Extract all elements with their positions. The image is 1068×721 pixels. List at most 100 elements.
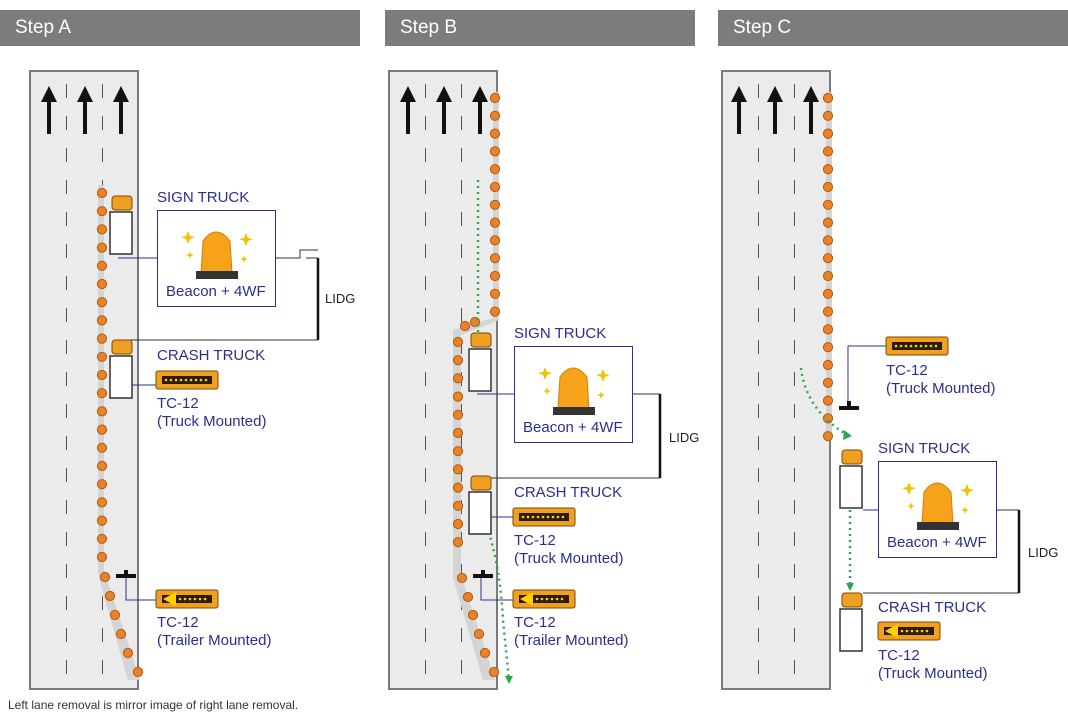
traffic-cone [822,92,834,104]
beacon-box: Beacon + 4WF [514,346,633,443]
travel-path [799,367,847,436]
trailer-icon [473,570,493,578]
traffic-cone [96,460,108,472]
traffic-cone [489,199,501,210]
arrow-board-icon [877,621,941,641]
traffic-cone [822,270,834,282]
tc12-mount: (Truck Mounted) [514,550,624,567]
step-b-header: Step B [385,10,695,46]
traffic-cone [489,146,501,157]
traffic-cone [489,164,501,175]
traffic-cone [822,342,834,353]
traffic-cone [96,479,108,490]
traffic-cone [96,388,108,399]
traffic-cone [459,320,471,332]
beacon-label: Beacon + 4WF [166,283,266,300]
arrow-board-icon [155,589,219,609]
traffic-cone [489,92,501,104]
traffic-cone [96,351,108,362]
up-arrow-icon [472,86,488,134]
traffic-cone [99,571,111,583]
lane-line [425,84,426,678]
taper-shade [98,185,140,680]
sign-truck-icon [468,332,492,392]
lidg-label: LIDG [669,430,700,445]
traffic-cone [822,128,834,139]
traffic-cone [473,628,485,640]
traffic-cone [96,515,108,526]
traffic-cone [96,297,108,308]
traffic-cone [822,253,834,264]
up-arrow-icon [731,86,747,134]
tc12-name: TC-12 [157,395,199,412]
tc12-trailer-name: TC-12 [157,614,199,631]
traffic-cone [452,482,464,493]
traffic-cone [96,315,108,326]
arrow-board-icon [885,336,949,356]
crash-truck-icon [468,475,492,535]
traffic-cone [452,464,464,475]
tc12-trailer-mount: (Trailer Mounted) [514,632,629,649]
traffic-cone [488,666,500,678]
traffic-cone [452,537,464,548]
arrow-board-icon [512,589,576,609]
traffic-cone [104,590,116,602]
up-arrow-icon [77,86,93,134]
up-arrow-icon [436,86,452,134]
traffic-cone [822,324,834,335]
sign-truck-label: SIGN TRUCK [514,325,607,342]
sign-truck-label: SIGN TRUCK [878,440,971,457]
traffic-cone [822,395,834,406]
tc12-name: TC-12 [886,362,928,379]
traffic-cone [452,373,464,384]
step-a-header: Step A [0,10,360,46]
traffic-cone [822,146,834,157]
tc12-trailer-name: TC-12 [514,614,556,631]
lidg-label: LIDG [325,291,356,306]
traffic-cone [452,500,464,511]
beacon-label: Beacon + 4WF [523,419,623,436]
up-arrow-icon [767,86,783,134]
up-arrow-icon [41,86,57,134]
step-c-diagram [731,86,1021,652]
traffic-cone [822,110,834,121]
tc12-name: TC-12 [878,647,920,664]
sign-truck-label: SIGN TRUCK [157,189,250,206]
traffic-cone [822,199,834,210]
traffic-cone [822,359,834,371]
traffic-cone [96,206,108,217]
beacon-box: Beacon + 4WF [157,210,276,307]
traffic-cone [822,413,834,424]
traffic-cone [96,187,108,199]
traffic-cone [489,128,501,139]
traffic-cone [489,181,501,193]
traffic-cone [96,533,108,544]
traffic-cone [452,409,464,420]
traffic-cone [96,224,108,235]
traffic-cone [96,497,108,508]
cones [96,187,144,678]
step-c-header: Step C [718,10,1068,46]
lidg-label: LIDG [1028,545,1059,560]
tc12-name: TC-12 [514,532,556,549]
traffic-cone [822,306,834,317]
crash-truck-icon [109,339,133,399]
traffic-cone [489,235,501,246]
traffic-cone [822,217,834,228]
traffic-cone [822,235,834,246]
traffic-cone [96,442,108,453]
step-c-road [721,70,831,690]
traffic-cone [452,518,464,530]
trailer-icon [116,570,136,578]
step-a-panel: Step A [0,0,360,721]
traffic-cone [96,242,108,253]
sign-stand-icon [839,401,859,410]
beacon-icon [538,367,610,415]
arrow-board-icon [155,370,219,390]
traffic-cone [115,628,127,640]
traffic-cone [96,369,108,381]
traffic-cone [822,181,834,193]
lane-line [66,84,67,678]
cones [452,92,501,678]
step-c-panel: Step C [718,0,1068,721]
